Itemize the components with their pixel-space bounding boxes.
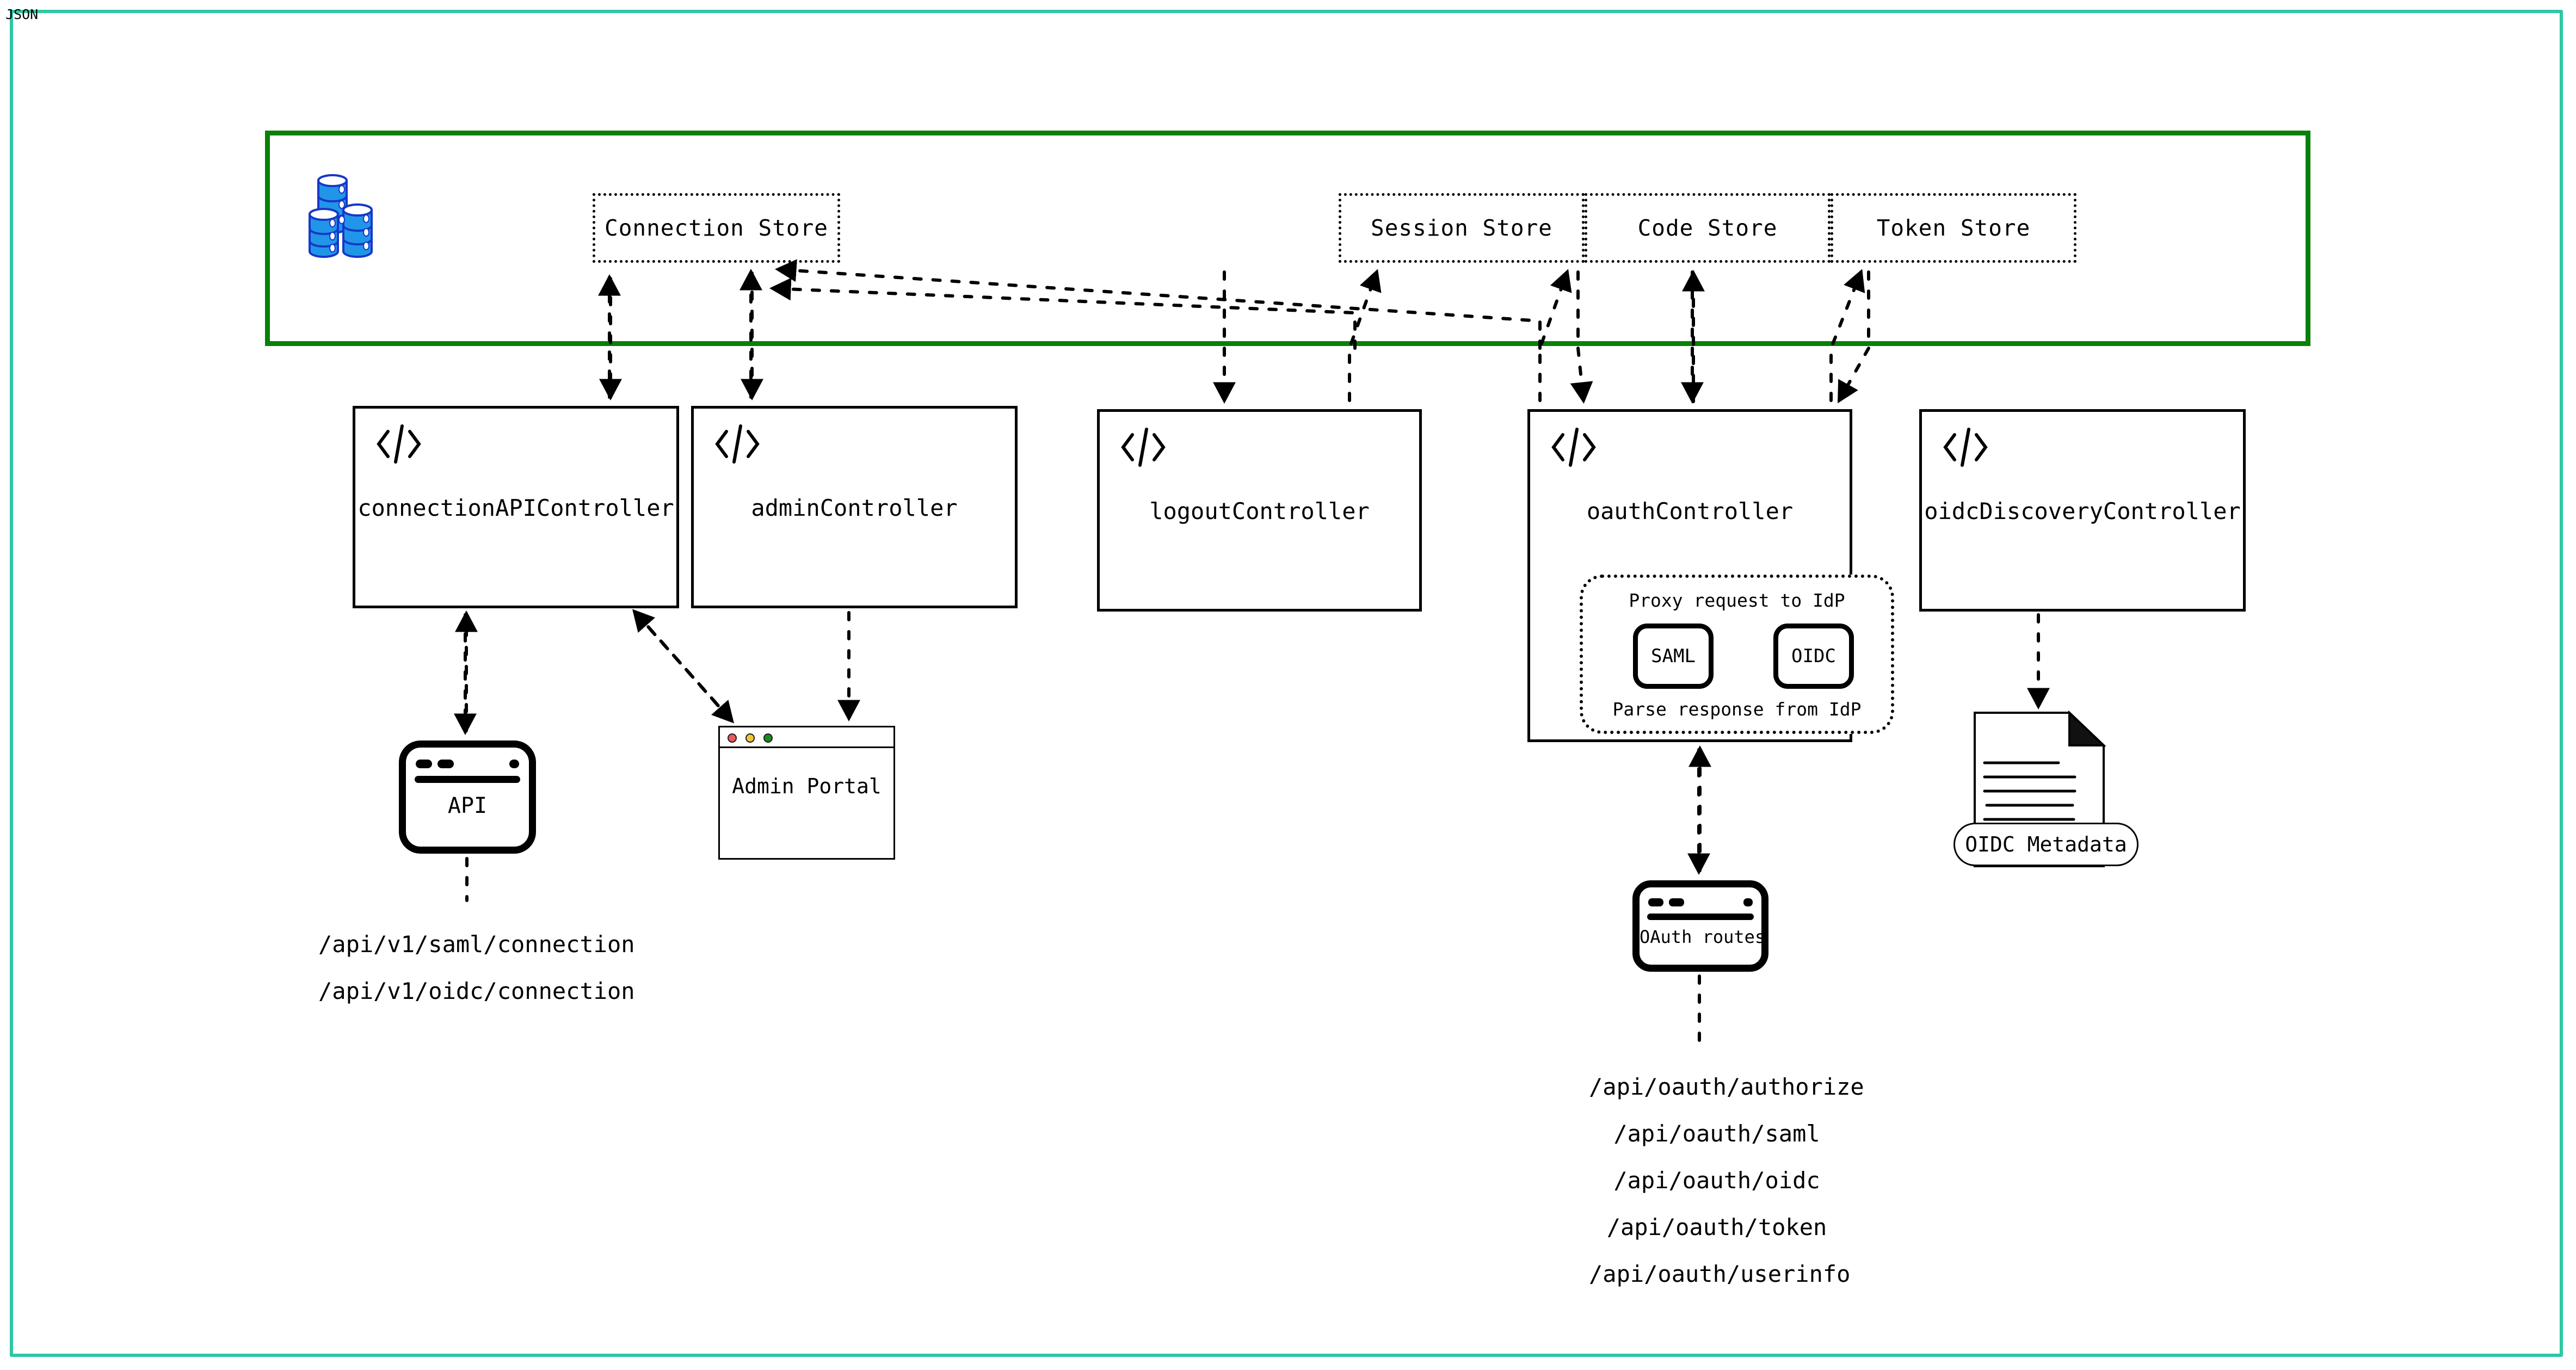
store-label: Code Store (1637, 215, 1778, 241)
database-stack-icon (309, 174, 373, 258)
oauth-routes-paths: /api/oauth/authorize /api/oauth/saml /ap… (1589, 1064, 1864, 1298)
path-item: /api/oauth/authorize (1589, 1073, 1864, 1100)
controller-connection-api[interactable]: connectionAPIController (353, 406, 679, 608)
admin-portal-label: Admin Portal (732, 774, 882, 798)
window-address-bar (1647, 914, 1754, 920)
path-item: /api/oauth/userinfo (1589, 1261, 1851, 1288)
api-client-icon[interactable]: API (399, 740, 536, 854)
store-label: Token Store (1876, 215, 2031, 241)
store-box-session[interactable]: Session Store (1339, 193, 1585, 263)
store-box-connection[interactable]: Connection Store (593, 193, 840, 263)
window-dot (416, 760, 432, 768)
window-titlebar (720, 727, 893, 748)
traffic-light-minimize-icon (745, 733, 755, 743)
traffic-light-close-icon (728, 733, 737, 743)
path-item: /api/v1/saml/connection (318, 931, 635, 958)
controller-label: oauthController (1586, 498, 1794, 524)
controller-label: logoutController (1149, 498, 1370, 524)
oauth-routes-icon[interactable]: OAuth routes (1632, 880, 1768, 972)
code-icon (377, 424, 421, 464)
path-item: /api/oauth/token (1606, 1214, 1827, 1241)
controller-label: connectionAPIController (358, 495, 674, 521)
path-item: /api/oauth/saml (1613, 1120, 1820, 1147)
controller-admin[interactable]: adminController (691, 406, 1018, 608)
oidc-metadata-label: OIDC Metadata (1953, 823, 2139, 866)
code-icon (715, 424, 760, 464)
window-dot (1669, 898, 1684, 906)
admin-portal-window[interactable]: Admin Portal (718, 726, 895, 860)
code-icon (1943, 428, 1988, 467)
controller-oidc-discovery[interactable]: oidcDiscoveryController (1919, 409, 2246, 612)
store-box-code[interactable]: Code Store (1585, 193, 1831, 263)
path-item: /api/v1/oidc/connection (318, 978, 635, 1005)
path-item: /api/oauth/oidc (1613, 1167, 1820, 1194)
protocol-pill-saml[interactable]: SAML (1633, 624, 1714, 689)
code-icon (1121, 428, 1166, 467)
code-icon (1551, 428, 1596, 467)
api-label: API (447, 793, 488, 818)
oauth-routes-label: OAuth routes (1640, 927, 1766, 947)
window-dot (509, 760, 519, 768)
protocol-pill-oidc[interactable]: OIDC (1773, 624, 1854, 689)
controller-logout[interactable]: logoutController (1097, 409, 1422, 612)
store-label: Session Store (1371, 215, 1552, 241)
store-box-token[interactable]: Token Store (1831, 193, 2076, 263)
traffic-light-maximize-icon (763, 733, 773, 743)
window-address-bar (415, 776, 520, 783)
idp-parse-response-label: Parse response from IdP (1612, 699, 1862, 720)
idp-proxy-box: Proxy request to IdP SAML OIDC Parse res… (1580, 575, 1894, 734)
connection-api-paths: /api/v1/saml/connection /api/v1/oidc/con… (318, 921, 635, 1015)
store-label: Connection Store (605, 215, 828, 241)
window-dot (1743, 898, 1753, 906)
controller-label: adminController (751, 495, 958, 521)
controller-label: oidcDiscoveryController (1924, 498, 2241, 524)
idp-proxy-request-label: Proxy request to IdP (1629, 590, 1845, 611)
json-doc-type-label: JSON (5, 7, 39, 22)
outer-frame-border (10, 10, 2563, 1357)
window-dot (1648, 898, 1663, 906)
window-dot (437, 760, 454, 768)
